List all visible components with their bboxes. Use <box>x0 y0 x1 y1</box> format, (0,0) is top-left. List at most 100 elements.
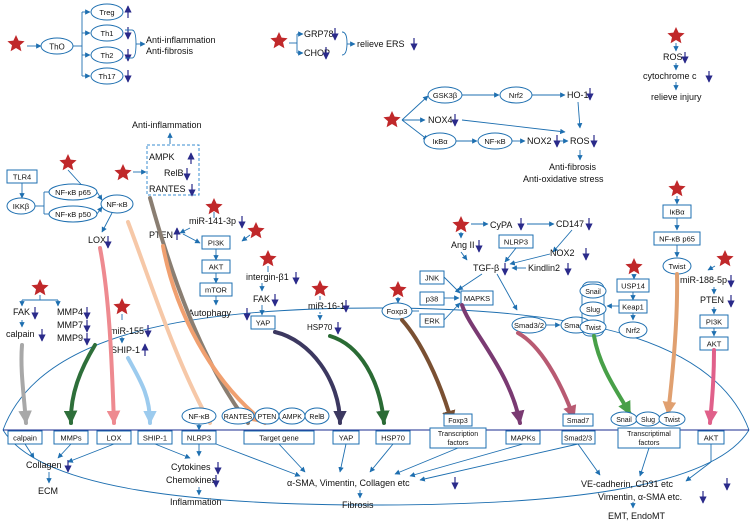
akt-label: AKT <box>707 340 722 349</box>
left-panel: FAK calpain MMP4 MMP7 MMP9 miR-155 SHIP-… <box>6 279 152 356</box>
star-icon <box>205 198 223 215</box>
mir155-label: miR-155 <box>110 326 144 336</box>
outputs: Collagen ECM Cytokines Chemokines Inflam… <box>24 443 731 521</box>
inflammation-label: Inflammation <box>170 497 222 507</box>
row-rantes: RANTES <box>224 414 253 421</box>
twist-label: Twist <box>668 262 686 271</box>
fak-label: FAK <box>253 294 270 304</box>
yap-label: YAP <box>256 319 270 328</box>
twist-label: Twist <box>585 325 601 332</box>
tho-label: ThO <box>49 43 65 52</box>
asma-label: α-SMA, Vimentin, Collagen etc <box>287 478 410 488</box>
grp78-label: GRP78 <box>304 29 334 39</box>
star-icon <box>270 32 288 49</box>
nlrp3-label: NLRP3 <box>504 238 528 247</box>
snail-label: Snail <box>585 289 601 296</box>
chop-label: CHOP <box>304 48 330 58</box>
ers-panel: GRP78 CHOP relieve ERS <box>270 28 418 60</box>
lox-label: LOX <box>88 235 106 245</box>
star-icon <box>59 154 77 171</box>
rantes-label: RANTES <box>149 184 186 194</box>
calpain-label: calpain <box>6 329 35 339</box>
tgf-panel: CyPA CD147 Ang II NLRP3 NOX2 TGF-β Kindl… <box>381 216 593 334</box>
row-relb: RelB <box>309 414 325 421</box>
vecad-label: VE-cadherin, CD31 etc <box>581 479 674 489</box>
ikba-panel: IκBα NF-κB p65 Twist <box>653 180 701 275</box>
row-nfkb: NF-κB <box>188 412 209 421</box>
mir16-label: miR-16-1 <box>308 301 345 311</box>
row-smad7: Smad7 <box>567 418 589 425</box>
cell-row: calpain MMPs LOX SHIP-1 NF-κB NLRP3 RANT… <box>7 407 725 449</box>
row-ttf2: factors <box>638 440 660 447</box>
star-icon <box>383 111 401 128</box>
smad32-label: Smad3/2 <box>514 321 544 330</box>
star-icon <box>113 298 131 315</box>
row-ship1: SHIP-1 <box>143 434 167 443</box>
ros-label: ROS <box>570 136 590 146</box>
tcell-subset-node <box>90 67 124 85</box>
smad7-label: Smad7 <box>564 321 588 330</box>
keap1-label: Keap1 <box>622 303 644 312</box>
row-lox: LOX <box>106 434 121 443</box>
row-mapks: MAPKs <box>510 434 535 443</box>
nrf2-label: Nrf2 <box>509 91 523 100</box>
tcell-subset-node <box>90 24 124 42</box>
nox4-label: NOX4 <box>428 115 453 125</box>
ho1-effect-2: Anti-oxidative stress <box>523 174 604 184</box>
ros-label: ROS <box>663 52 683 62</box>
jnk-label: JNK <box>425 274 439 283</box>
mir188-label: miR-188-5p <box>680 275 727 285</box>
p65-label: NF-κB p65 <box>55 188 91 197</box>
ampk-panel: Anti-inflammation AMPK RelB RANTES <box>114 120 202 197</box>
row-calpain: calpain <box>13 434 37 443</box>
row-twist: Twist <box>664 417 680 424</box>
autophagy-label: Autophagy <box>188 308 232 318</box>
star-icon <box>259 250 277 267</box>
ho1-panel: GSK3β Nrf2 HO-1 NOX4 IκBα NF-κB NOX2 ROS… <box>383 86 604 184</box>
tcell-effect-1: Anti-inflammation <box>146 35 216 45</box>
ros-panel: ROS cytochrome c relieve injury <box>643 27 713 102</box>
mir141-label: miR-141-3p <box>189 216 236 226</box>
row-ampk: AMPK <box>282 414 302 421</box>
cd147-label: CD147 <box>556 219 584 229</box>
cytokines-label: Cytokines <box>171 462 211 472</box>
star-icon <box>667 27 685 44</box>
row-tf1: Transcription <box>438 431 478 438</box>
tcell-subset-node <box>90 3 124 21</box>
row-ttf1: Transcriptimal <box>627 431 671 438</box>
p50-label: NF-κB p50 <box>55 210 91 219</box>
star-icon <box>452 216 470 233</box>
pi3k-label: PI3K <box>706 318 722 327</box>
mir16-panel: miR-16-1 HSP70 <box>307 280 350 335</box>
ship1-label: SHIP-1 <box>111 345 140 355</box>
ampk-title: Anti-inflammation <box>132 120 202 130</box>
star-icon <box>114 164 132 181</box>
slug-label: Slug <box>586 307 600 314</box>
row-akt: AKT <box>704 434 719 443</box>
nfkb-label: NF-κB <box>106 200 127 209</box>
foxp3-label: Foxp3 <box>387 307 408 316</box>
row-foxp3: Foxp3 <box>448 418 468 425</box>
row-snail: Snail <box>616 417 632 424</box>
pi3k-label: PI3K <box>208 239 224 248</box>
nox2-label: NOX2 <box>527 136 552 146</box>
tlr4-label: TLR4 <box>13 173 31 182</box>
ikba-label: IκBα <box>669 208 685 217</box>
mmp7-label: MMP7 <box>57 320 83 330</box>
nox2-label: NOX2 <box>550 248 575 258</box>
ampk-label: AMPK <box>149 152 175 162</box>
chemokines-label: Chemokines <box>166 475 217 485</box>
star-icon <box>625 258 643 275</box>
pten-label: PTEN <box>700 295 724 305</box>
ers-effect: relieve ERS <box>357 39 405 49</box>
cypa-label: CyPA <box>490 220 512 230</box>
p38-label: p38 <box>426 295 439 304</box>
row-mmps: MMPs <box>60 434 81 443</box>
usp14-label: USP14 <box>621 282 645 291</box>
mmp9-label: MMP9 <box>57 333 83 343</box>
row-target: Target gene <box>259 434 299 443</box>
row-pten: PTEN <box>258 414 277 421</box>
p65-label: NF-κB p65 <box>659 235 695 244</box>
